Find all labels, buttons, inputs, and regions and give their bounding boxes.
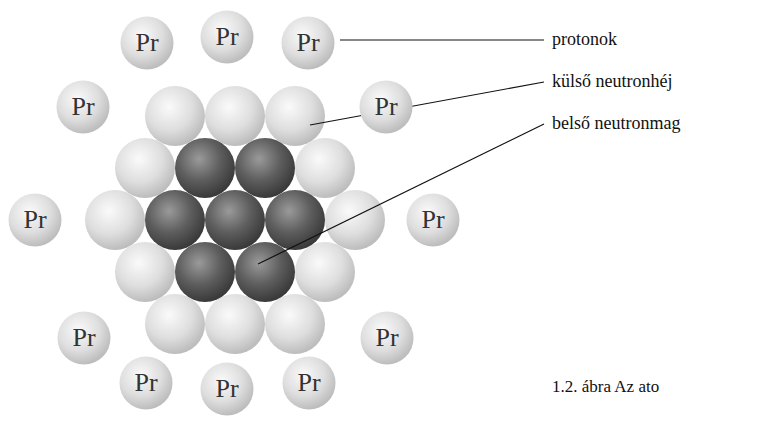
- proton-sphere: [121, 17, 174, 70]
- proton-symbol: Pr: [215, 376, 238, 402]
- proton-sphere: [407, 194, 460, 247]
- outer-neutron-shell: [85, 86, 385, 354]
- proton-circle: Pr: [281, 16, 335, 70]
- proton-sphere: [201, 11, 254, 64]
- neutron-sphere: [205, 294, 265, 354]
- proton-circle: Pr: [8, 193, 62, 247]
- proton-circle: Pr: [119, 356, 173, 410]
- leader-lines: [258, 40, 544, 264]
- proton-circle: Pr: [57, 311, 111, 365]
- neutron-sphere: [325, 190, 385, 250]
- leader-line: [258, 124, 544, 264]
- proton-sphere: [120, 357, 173, 410]
- proton-sphere: [283, 357, 336, 410]
- proton-symbol: Pr: [374, 94, 397, 120]
- neutron-sphere: [265, 86, 325, 146]
- proton-symbol: Pr: [135, 30, 158, 56]
- part-label: belső neutronmag: [552, 113, 680, 135]
- neutron-sphere: [295, 138, 355, 198]
- proton-sphere: [360, 81, 413, 134]
- neutron-sphere: [115, 138, 175, 198]
- neutron-sphere: [205, 86, 265, 146]
- proton-circle: Pr: [282, 356, 336, 410]
- proton-symbol: Pr: [421, 207, 444, 233]
- proton-symbol: Pr: [71, 94, 94, 120]
- proton-symbol: Pr: [134, 370, 157, 396]
- proton-symbol: Pr: [296, 30, 319, 56]
- proton-circle: Pr: [406, 193, 460, 247]
- part-label: protonok: [552, 29, 617, 51]
- proton-symbol: Pr: [23, 207, 46, 233]
- core-sphere: [175, 242, 235, 302]
- core-sphere: [145, 190, 205, 250]
- proton-circle: Pr: [56, 80, 110, 134]
- figure-caption: 1.2. ábra Az ato: [552, 377, 659, 397]
- proton-sphere: [361, 312, 414, 365]
- leader-line: [340, 39, 544, 40]
- proton-sphere: [201, 363, 254, 416]
- neutron-sphere: [145, 86, 205, 146]
- neutron-sphere: [85, 190, 145, 250]
- core-sphere: [205, 190, 265, 250]
- leader-line: [310, 82, 544, 125]
- proton-circle: Pr: [200, 362, 254, 416]
- proton-sphere: [9, 194, 62, 247]
- neutron-sphere: [265, 294, 325, 354]
- core-sphere: [175, 138, 235, 198]
- proton-circle: Pr: [360, 311, 414, 365]
- proton-sphere: [58, 312, 111, 365]
- core-sphere: [235, 138, 295, 198]
- neutron-sphere: [145, 294, 205, 354]
- proton-symbol: Pr: [297, 370, 320, 396]
- proton-symbol: Pr: [375, 325, 398, 351]
- core-sphere: [265, 190, 325, 250]
- proton-symbol: Pr: [72, 325, 95, 351]
- proton-circle: Pr: [359, 80, 413, 134]
- proton-symbol: Pr: [215, 24, 238, 50]
- core-sphere: [235, 242, 295, 302]
- proton-circle: Pr: [120, 16, 174, 70]
- inner-neutron-core: [145, 138, 325, 302]
- proton-sphere: [57, 81, 110, 134]
- proton-sphere: [282, 17, 335, 70]
- neutron-sphere: [115, 242, 175, 302]
- part-label: külső neutronhéj: [552, 71, 672, 93]
- proton-circle: Pr: [200, 10, 254, 64]
- neutron-sphere: [295, 242, 355, 302]
